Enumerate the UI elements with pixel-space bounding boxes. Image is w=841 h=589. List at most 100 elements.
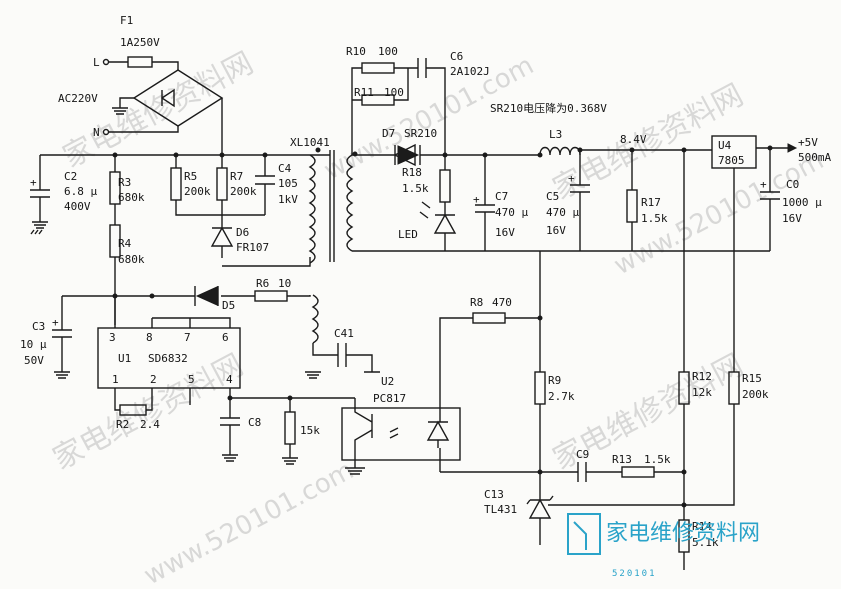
resistor-r17: R17 1.5k: [626, 150, 668, 251]
r9-ref: R9: [548, 374, 561, 387]
snubber-network: R5 200k R7 200k C4 105 1kV D6 FR107: [170, 155, 298, 258]
fuse-value: 1A250V: [120, 36, 160, 49]
resistor-r13: R13 1.5k: [612, 453, 671, 478]
d7-ref: D7: [382, 127, 395, 140]
svg-text:+: +: [52, 316, 59, 329]
led-ref: LED: [398, 228, 418, 241]
shunt-regulator-tl431: C13 TL431: [484, 472, 684, 545]
svg-text:2: 2: [150, 373, 157, 386]
fuse-ref: F1: [120, 14, 133, 27]
transformer-ref: XL1041: [290, 136, 330, 149]
watermark-text: 家电维修资料网: [47, 348, 249, 477]
ground-icon: [112, 107, 128, 115]
mains-label: AC220V: [58, 92, 98, 105]
watermark-url: www.520101.com: [139, 455, 359, 589]
c2-voltage: 400V: [64, 200, 91, 213]
ic-u1-sd6832: 3 8 7 6 1 2 5 4 U1 SD6832: [97, 296, 355, 411]
rc-snubber-secondary: R10 100 R11 100 C6 2A102J: [346, 45, 490, 155]
r3-ref: R3: [118, 176, 131, 189]
r15k-value: 15k: [300, 424, 320, 437]
d7-value: SR210: [404, 127, 437, 140]
resistor-r2: R2 2.4: [116, 404, 160, 431]
c0-value: 1000 μ: [782, 196, 822, 209]
c0-ref: C0: [786, 178, 799, 191]
c4-value: 105: [278, 177, 298, 190]
line-label: L: [93, 56, 100, 69]
svg-text:4: 4: [226, 373, 233, 386]
r11-ref: R11: [354, 86, 374, 99]
svg-text:6: 6: [222, 331, 229, 344]
resistor-r12: R12 12k: [678, 370, 712, 405]
c6-ref: C6: [450, 50, 463, 63]
capacitor-c0: + C0 1000 μ 16V: [760, 148, 822, 251]
capacitor-c41: C41: [305, 327, 380, 379]
site-logo: 家电维修资料网 520101: [567, 513, 760, 579]
u4-value: 7805: [718, 154, 745, 167]
r14-ref: R14: [692, 520, 712, 533]
r15-ref: R15: [742, 372, 762, 385]
c3-value: 10 μ: [20, 338, 47, 351]
u2-value: PC817: [373, 392, 406, 405]
capacitor-c2: + C2 6.8 μ 400V: [30, 155, 97, 235]
resistor-r9: R9 2.7k: [534, 318, 575, 472]
diode-d5: D5: [194, 286, 235, 312]
r3-value: 680k: [118, 191, 145, 204]
diode-d7: D7 SR210: [382, 127, 437, 167]
neutral-label: N: [93, 126, 100, 139]
r15-value: 200k: [742, 388, 769, 401]
r6-value: 10: [278, 277, 291, 290]
r14-value: 5.1k: [692, 536, 719, 549]
resistor-r6: R6 10: [254, 277, 291, 302]
c8-ref: C8: [248, 416, 261, 429]
r2-ref: R2: [116, 418, 129, 431]
c0-voltage: 16V: [782, 212, 802, 225]
c6-value: 2A102J: [450, 65, 490, 78]
u4-ref: U4: [718, 139, 732, 152]
c7-ref: C7: [495, 190, 508, 203]
r12-ref: R12: [692, 370, 712, 383]
resistor-r8: R8 470: [470, 296, 512, 324]
svg-text:5: 5: [188, 373, 195, 386]
c4-ref: C4: [278, 162, 292, 175]
svg-text:7: 7: [184, 331, 191, 344]
c3-voltage: 50V: [24, 354, 44, 367]
r13-ref: R13: [612, 453, 632, 466]
svg-text:+: +: [760, 178, 767, 191]
r7-value: 200k: [230, 185, 257, 198]
r18-ref: R18: [402, 166, 422, 179]
led-indicator: R18 1.5k LED: [398, 155, 457, 251]
resistor-15k: 15k: [282, 398, 320, 465]
r17-ref: R17: [641, 196, 661, 209]
capacitor-c9: C9: [576, 448, 589, 482]
r10-ref: R10: [346, 45, 366, 58]
u2-ref: U2: [381, 375, 394, 388]
r5-value: 200k: [184, 185, 211, 198]
r6-ref: R6: [256, 277, 269, 290]
diode-drop-note: SR210电压降为0.368V: [490, 101, 607, 115]
capacitor-c5: + C5 470 μ 16V: [546, 150, 590, 251]
d5-ref: D5: [222, 299, 235, 312]
c41-ref: C41: [334, 327, 354, 340]
capacitor-c3: + C3 10 μ 50V: [20, 296, 72, 379]
resistor-r14: R14 5.1k: [678, 519, 719, 553]
r10-value: 100: [378, 45, 398, 58]
inductor-l3: L3: [539, 128, 581, 156]
u1-value: SD6832: [148, 352, 188, 365]
r8-ref: R8: [470, 296, 483, 309]
d6-value: FR107: [236, 241, 269, 254]
output-voltage: +5V: [798, 136, 818, 149]
fuse-f1: [127, 56, 153, 68]
c7-voltage: 16V: [495, 226, 515, 239]
c7-value: 470 μ: [495, 206, 528, 219]
rail-voltage: 8.4V: [620, 133, 647, 146]
r8-value: 470: [492, 296, 512, 309]
r13-value: 1.5k: [644, 453, 671, 466]
svg-text:3: 3: [109, 331, 116, 344]
logo-name: 家电维修资料网: [606, 521, 760, 546]
c9-ref: C9: [576, 448, 589, 461]
c5-voltage: 16V: [546, 224, 566, 237]
c2-ref: C2: [64, 170, 77, 183]
svg-text:8: 8: [146, 331, 153, 344]
watermarks: 家电维修资料网 家电维修资料网 家电维修资料网 家电维修资料网 www.5201…: [47, 46, 828, 589]
svg-text:+: +: [568, 172, 575, 185]
